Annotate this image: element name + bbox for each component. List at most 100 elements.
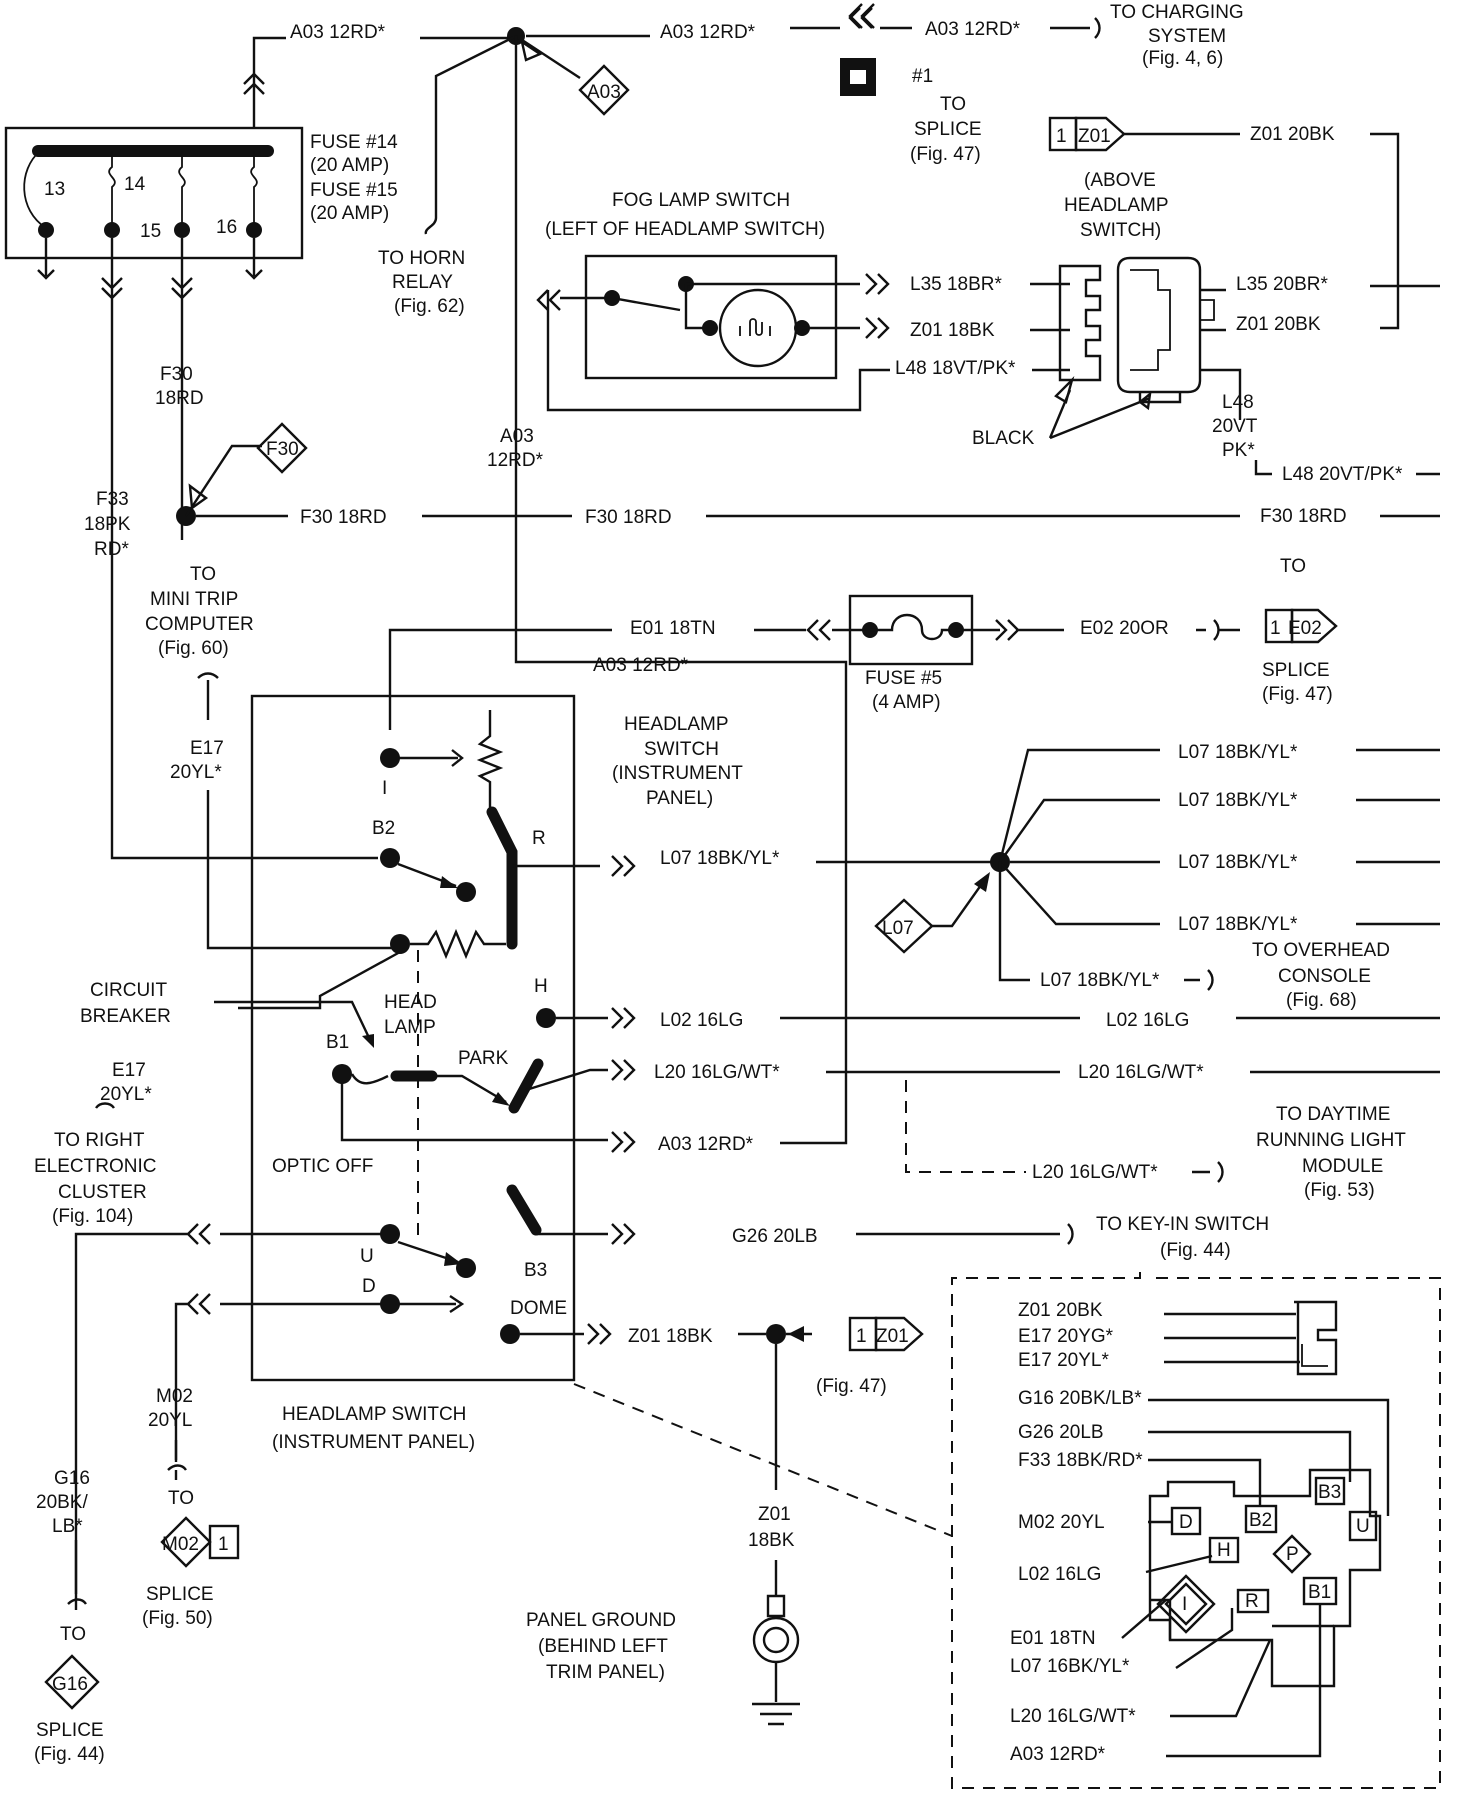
wire-e17-upper-l2: 20YL* [170,762,222,783]
wire-g16-l2: 20BK/ [36,1492,88,1513]
wire-e17-upper-l1: E17 [190,738,224,759]
connector-e02 [1290,608,1338,644]
above-headlamp-l1: (ABOVE [1084,170,1156,191]
cv-label-g16: G16 20BK/LB* [1018,1388,1142,1409]
wire-z01-top: Z01 20BK [1250,124,1335,145]
connector-e02-num: 1 [1270,618,1281,639]
dest-drl-l1: TO DAYTIME [1276,1104,1390,1125]
e02-splice-l1: SPLICE [1262,660,1330,681]
headlamp-harness-connector [1116,256,1202,394]
connector-l07 [874,898,934,954]
fuse-13-label: 13 [44,179,65,200]
wire-z01-hd: Z01 20BK [1236,314,1321,335]
terminal-I: I [382,778,387,799]
wire-z01-ground-l1: Z01 [758,1504,791,1525]
g16-splice-l2: (Fig. 44) [34,1744,105,1765]
above-headlamp-l2: HEADLAMP [1064,195,1169,216]
terminal-B2: B2 [372,818,395,839]
dest-splice1-l2: SPLICE [914,119,982,140]
svg-text:P: P [1286,1544,1299,1565]
wire-l07-2: L07 18BK/YL* [1178,790,1298,811]
black-label: BLACK [972,428,1035,449]
fuse-5-label-l2: (4 AMP) [872,692,941,713]
wire-l02-right: L02 16LG [1106,1010,1189,1031]
wire-f33-l2: 18PK [84,514,131,535]
wire-f33-l3: RD* [94,539,129,560]
terminal-U: U [360,1246,374,1267]
panel-ground-l2: (BEHIND LEFT [538,1636,668,1657]
wire-a03-top-left: A03 12RD* [290,22,386,43]
wire-f30-mid: F30 18RD [585,507,672,528]
fuse-14-label: 14 [124,174,146,195]
svg-text:R: R [1245,1591,1259,1612]
ground-terminal-icon [752,1616,800,1664]
cv-label-l07: L07 16BK/YL* [1010,1656,1130,1677]
wire-l20-left: L20 16LG/WT* [654,1062,780,1083]
connector-a03-label: A03 [587,82,621,103]
terminal-H: H [534,976,548,997]
svg-text:B1: B1 [1308,1582,1331,1603]
wire-l48-fog: L48 18VT/PK* [895,358,1016,379]
wire-l48-hd-l3: PK* [1222,440,1255,461]
cv-label-m02: M02 20YL [1018,1512,1105,1533]
connector-a03 [578,64,630,116]
connector-e02-label: E02 [1288,618,1322,639]
dest-overhead-l1: TO OVERHEAD [1252,940,1390,961]
dest-minitrip-l2: MINI TRIP [150,589,238,610]
dest-cluster-l2: ELECTRONIC [34,1156,156,1177]
fog-switch-title-l1: FOG LAMP SWITCH [612,190,790,211]
wire-m02-l1: M02 [156,1386,193,1407]
headlamp-switch-top-l4: PANEL) [646,788,713,809]
cv-pin-b2 [1244,1504,1278,1534]
wire-l07-main: L07 18BK/YL* [660,848,780,869]
dest-drl-l2: RUNNING LIGHT [1256,1130,1406,1151]
connector-g16-label: G16 [52,1674,88,1695]
cv-pin-u [1348,1510,1378,1542]
dest-splice1-l3: (Fig. 47) [910,144,981,165]
wire-e17-lower-l2: 20YL* [100,1084,152,1105]
fuse-5-label-l1: FUSE #5 [865,668,942,689]
wire-m02-l2: 20YL [148,1410,192,1431]
wire-l35-fog: L35 18BR* [910,274,1003,295]
dest-cluster-l3: CLUSTER [58,1182,147,1203]
wire-a03-top-mid: A03 12RD* [660,22,756,43]
circuit-breaker-l2: BREAKER [80,1006,171,1027]
wire-l20-drl: L20 16LG/WT* [1032,1162,1158,1183]
wire-l35-hd: L35 20BR* [1236,274,1329,295]
wire-e17-lower-l1: E17 [112,1060,146,1081]
svg-text:U: U [1356,1516,1370,1537]
wire-a03-vertical-l2: 12RD* [487,450,544,471]
fog-lamp-switch [584,254,838,380]
terminal-B3: B3 [524,1260,547,1281]
dest-keyin-l2: (Fig. 44) [1160,1240,1231,1261]
wire-g16-l3: LB* [52,1516,83,1537]
cv-label-e17yg: E17 20YG* [1018,1326,1114,1347]
cv-pin-d [1170,1506,1202,1536]
wire-e02: E02 20OR [1080,618,1169,639]
wire-f30-right: F30 18RD [1260,506,1347,527]
fuse-label-line1: FUSE #14 [310,132,398,153]
cv-label-l20: L20 16LG/WT* [1010,1706,1136,1727]
above-headlamp-l3: SWITCH) [1080,220,1161,241]
cv-label-f33: F33 18BK/RD* [1018,1450,1143,1471]
svg-text:H: H [1217,1540,1231,1561]
connector-m02-label: M02 [162,1534,199,1555]
wire-l07-4: L07 18BK/YL* [1178,914,1298,935]
connector-g16 [44,1654,100,1710]
dest-minitrip-l4: (Fig. 60) [158,638,229,659]
dest-minitrip-l3: COMPUTER [145,614,254,635]
cv-label-a03: A03 12RD* [1010,1744,1106,1765]
dest-cluster-l1: TO RIGHT [54,1130,145,1151]
panel-ground-l3: TRIM PANEL) [546,1662,665,1683]
dest-horn-l2: RELAY [392,272,453,293]
cv-label-z01: Z01 20BK [1018,1300,1103,1321]
dest-splice1-l1: TO [940,94,966,115]
dest-minitrip-l1: TO [190,564,216,585]
wire-g16-l1: G16 [54,1468,90,1489]
g16-splice-l1: SPLICE [36,1720,104,1741]
dest-drl-l3: MODULE [1302,1156,1383,1177]
dest-horn-l1: TO HORN [378,248,465,269]
svg-text:B2: B2 [1249,1510,1272,1531]
wire-l20-right: L20 16LG/WT* [1078,1062,1204,1083]
